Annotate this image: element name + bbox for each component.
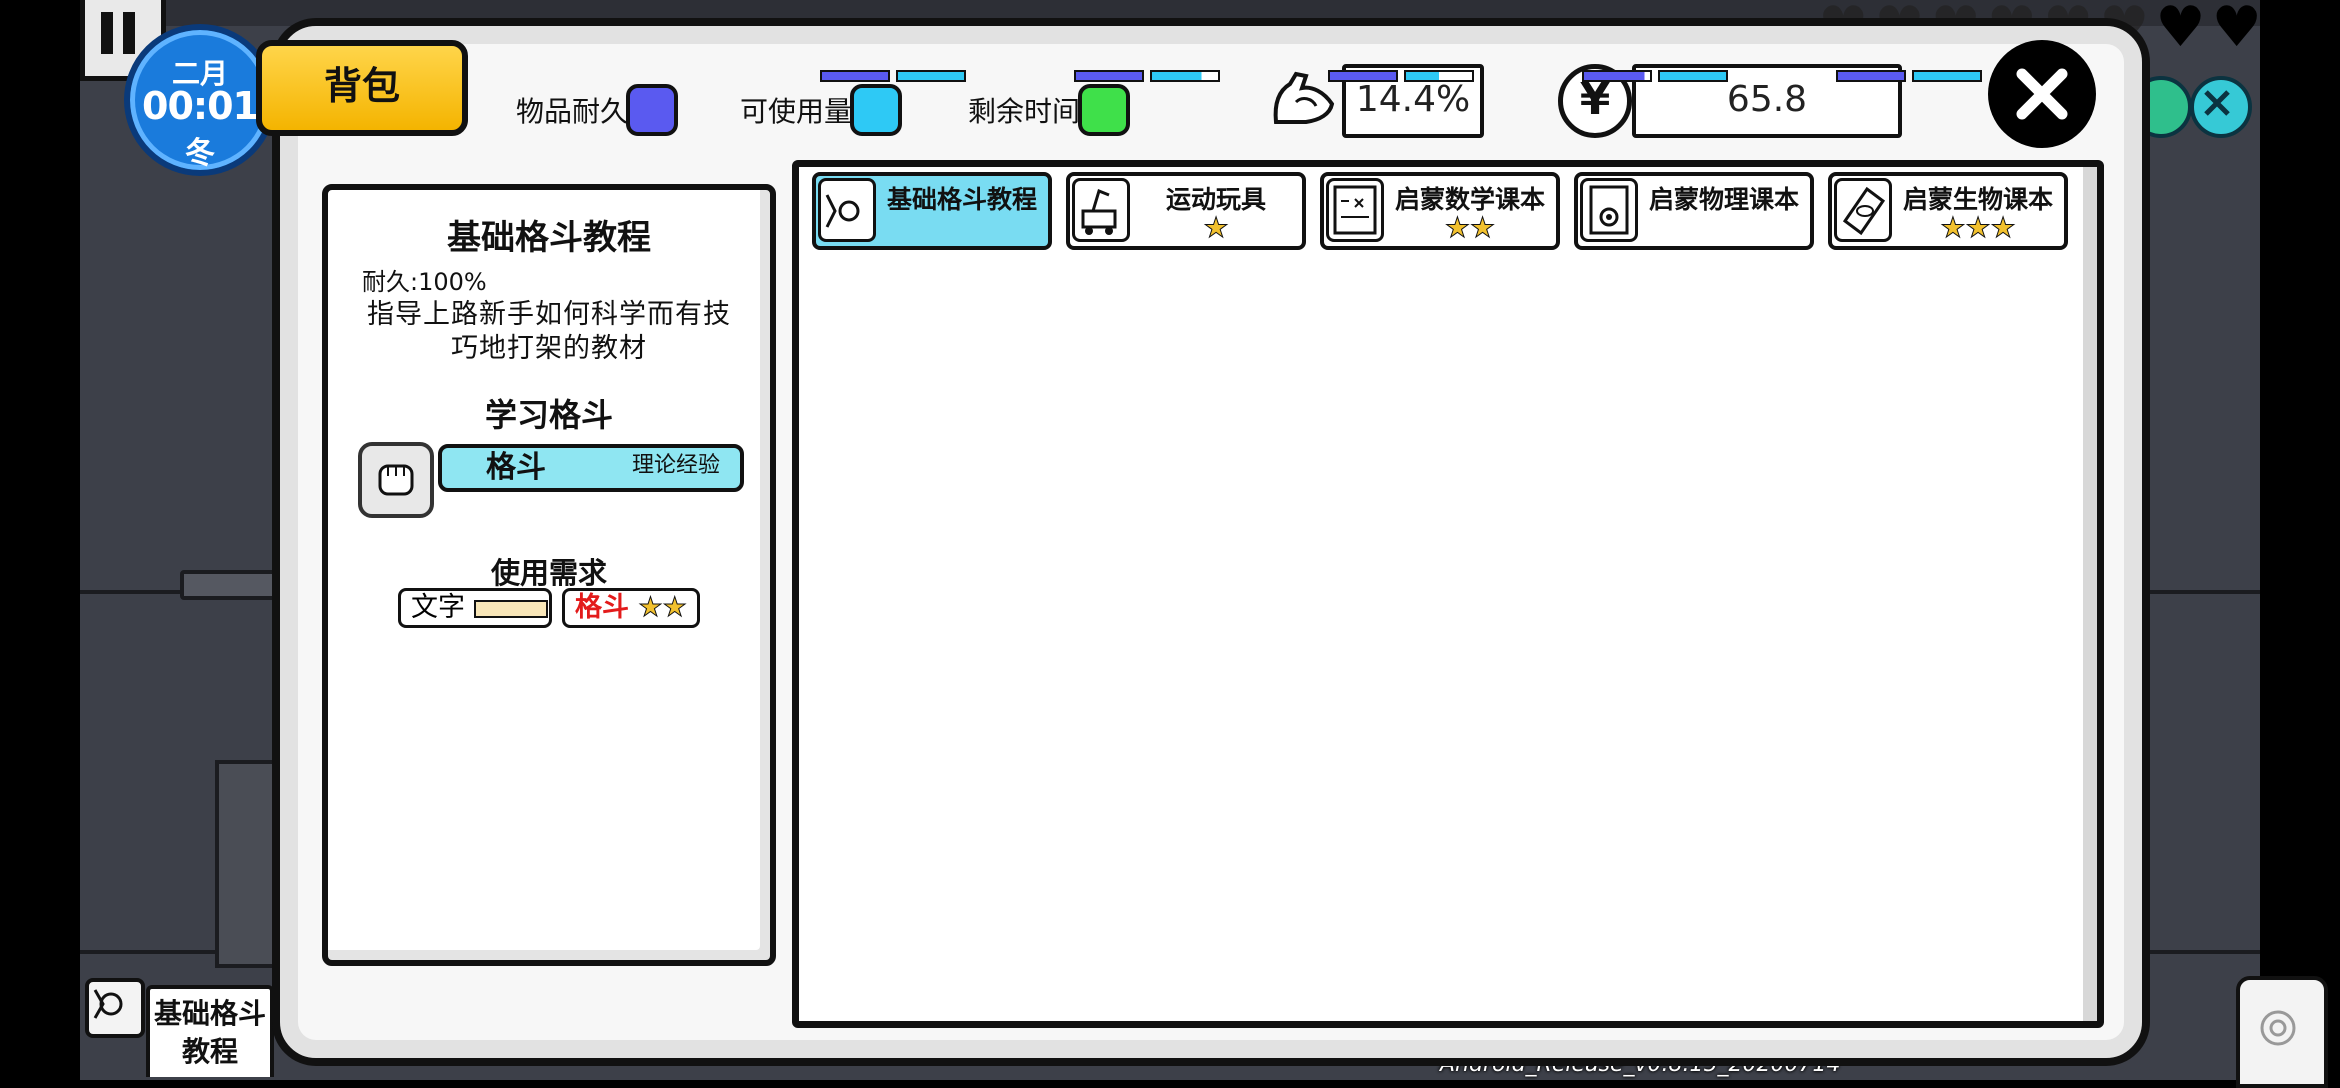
item-durability-bar	[1074, 70, 1144, 82]
clock-time: 00:01	[142, 84, 259, 128]
heart-icon: ♥	[2211, 0, 2262, 60]
star-icon: ★★	[638, 592, 687, 624]
booklet-icon	[818, 178, 876, 242]
item-card-biology-book[interactable]: 启蒙生物课本 ★★★	[1828, 172, 2068, 250]
close-icon	[2016, 68, 2068, 120]
biology-book-icon	[1834, 178, 1892, 242]
math-book-icon	[1326, 178, 1384, 242]
quickbar-item-icon[interactable]	[85, 978, 145, 1038]
background-shelf	[215, 760, 283, 968]
clock-season: 冬	[185, 136, 215, 171]
item-title: 基础格斗教程	[447, 218, 651, 258]
clock-month: 二月	[171, 57, 228, 90]
game-clock: 二月 00:01 冬	[124, 24, 276, 176]
tool-icon[interactable]	[2190, 76, 2252, 138]
legend-time-left: 剩余时间	[968, 84, 1131, 136]
tab-backpack[interactable]: 背包	[256, 40, 468, 136]
item-card-basic-fighting[interactable]: 基础格斗教程	[812, 172, 1052, 250]
item-durability-bar	[1836, 70, 1906, 82]
item-name: 启蒙物理课本	[1648, 185, 1799, 214]
item-usage-bar	[1404, 70, 1474, 82]
pause-icon	[101, 12, 113, 54]
item-card-physics-book[interactable]: 启蒙物理课本	[1574, 172, 1814, 250]
legend-durability: 物品耐久	[516, 84, 679, 136]
notebook-button[interactable]	[2236, 976, 2328, 1088]
item-durability-bar	[1328, 70, 1398, 82]
item-stars: ★★★	[1940, 211, 2016, 244]
quickbar-item-label: 基础格斗教程	[146, 985, 274, 1077]
item-usage-bar	[1658, 70, 1728, 82]
item-detail-panel: 基础格斗教程 耐久:100% 指导上路新手如何科学而有技巧地打架的教材 学习格斗…	[322, 184, 776, 966]
literacy-level-bar	[473, 599, 548, 618]
requirement-label: 格斗	[575, 592, 629, 623]
heart-icon: ♥	[2155, 0, 2206, 60]
fist-icon	[358, 442, 434, 518]
legend-swatch	[850, 84, 903, 136]
skill-fighting-bar[interactable]: 格斗 理论经验	[438, 444, 744, 492]
item-card-math-book[interactable]: 启蒙数学课本 ★★	[1320, 172, 1560, 250]
heart-icon: ♥	[2267, 0, 2318, 60]
skill-type: 理论经验	[631, 453, 720, 478]
strength-icon	[1266, 62, 1342, 142]
close-button[interactable]	[1988, 40, 2096, 148]
item-name: 启蒙生物课本	[1902, 185, 2053, 214]
item-usage-bar	[1912, 70, 1982, 82]
learn-heading: 学习格斗	[484, 396, 613, 434]
legend-swatch	[626, 84, 679, 136]
pause-icon	[123, 12, 135, 54]
legend-usage: 可使用量	[740, 84, 903, 136]
item-usage-bar	[1150, 70, 1220, 82]
item-durability-bar	[1582, 70, 1652, 82]
item-description: 指导上路新手如何科学而有技巧地打架的教材	[367, 299, 731, 364]
inventory-grid	[792, 160, 2104, 1028]
legend-label: 剩余时间	[968, 95, 1081, 128]
item-stars: ★	[1203, 211, 1229, 244]
legend-label: 可使用量	[740, 95, 853, 128]
skill-name: 格斗	[486, 450, 546, 485]
item-durability-bar	[820, 70, 890, 82]
item-name: 启蒙数学课本	[1394, 185, 1545, 214]
item-stars: ★★	[1444, 211, 1496, 244]
legend-swatch	[1078, 84, 1131, 136]
legend-label: 物品耐久	[516, 95, 629, 128]
requirements-heading: 使用需求	[490, 556, 607, 590]
item-name: 运动玩具	[1165, 185, 1266, 214]
requirement-fighting: 格斗 ★★	[562, 588, 700, 628]
toy-car-icon	[1072, 178, 1130, 242]
requirement-literacy: 文字	[398, 588, 552, 628]
item-name: 基础格斗教程	[886, 185, 1037, 214]
item-card-sport-toy[interactable]: 运动玩具 ★	[1066, 172, 1306, 250]
physics-book-icon	[1580, 178, 1638, 242]
item-usage-bar	[896, 70, 966, 82]
requirement-label: 文字	[411, 592, 465, 623]
item-durability: 耐久:100%	[362, 268, 487, 296]
